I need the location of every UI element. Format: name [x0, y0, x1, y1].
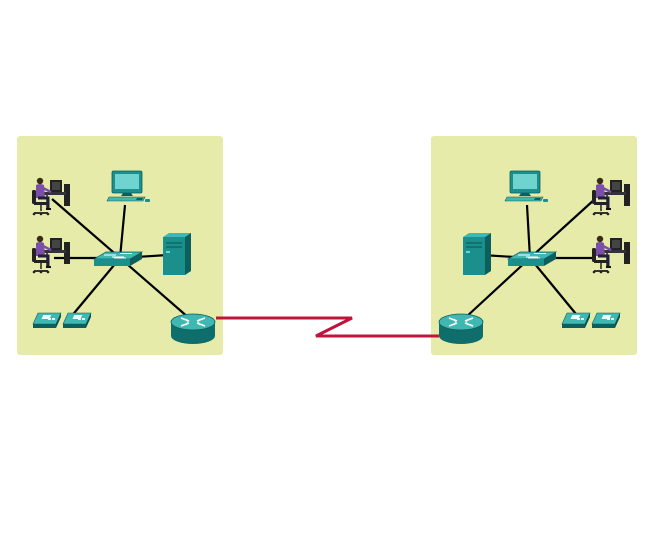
left-site-links: [51, 198, 190, 319]
left-site: [17, 136, 223, 355]
serial-lightning-link[interactable]: [216, 316, 439, 338]
router-icon[interactable]: [438, 313, 484, 345]
right-site: [431, 136, 637, 355]
server-icon[interactable]: [462, 232, 492, 276]
router-icon[interactable]: [170, 313, 216, 345]
right-site-background: [431, 136, 637, 355]
server-icon[interactable]: [162, 232, 192, 276]
